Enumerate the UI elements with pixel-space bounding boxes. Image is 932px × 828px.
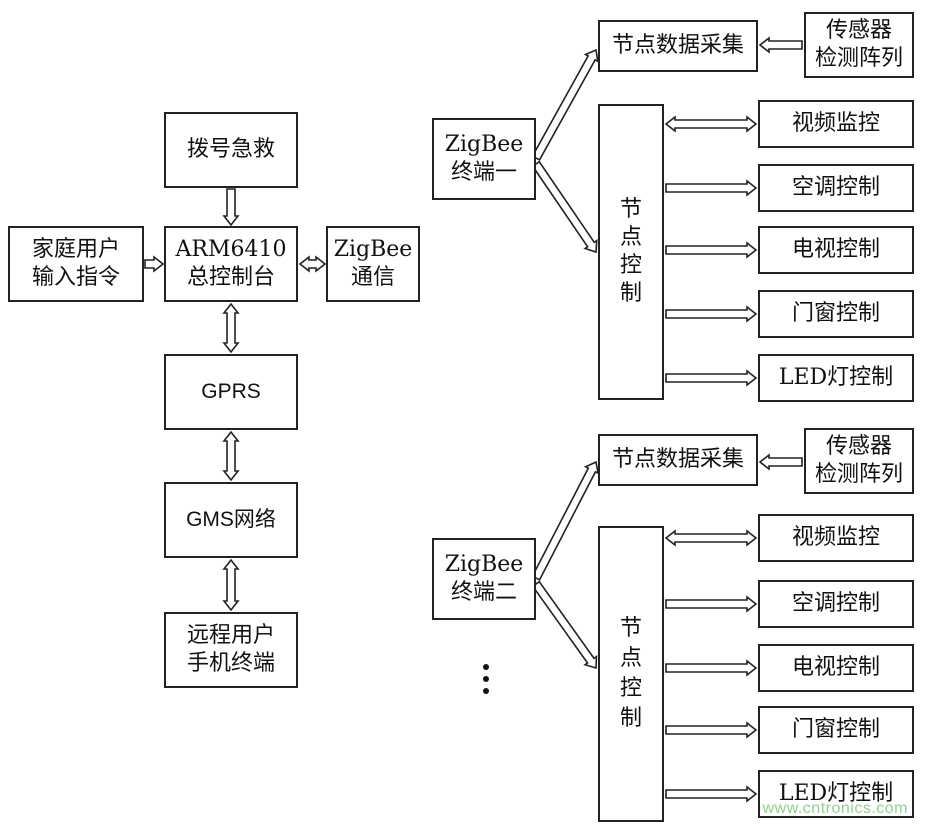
zigbee-terminal-1-label: ZigBee 终端一 (444, 132, 524, 185)
arrow-emergency-to-arm (222, 188, 240, 227)
arrow-sensor2-to-collect (758, 453, 803, 471)
arrow-ctrl2-tv (665, 659, 758, 677)
arm-console-label: ARM6410 总控制台 (175, 237, 287, 290)
sensor-array-1-label: 传感器 检测阵列 (814, 18, 903, 71)
arm-console-box: ARM6410 总控制台 (164, 226, 298, 302)
arrow-t1-to-control (531, 160, 598, 254)
arrow-sensor1-to-collect (758, 36, 803, 54)
data-collect-2-label: 节点数据采集 (611, 447, 744, 472)
data-collect-1-box: 节点数据采集 (598, 20, 758, 72)
arrow-ctrl1-ac (665, 179, 758, 197)
node-control-1-label: 节 点 控 制 (619, 197, 642, 306)
device-1-ac: 空调控制 (758, 164, 914, 212)
arrow-gprs-gms (222, 430, 240, 482)
arrow-ctrl1-led (665, 369, 758, 387)
gms-network-label: GMS网络 (186, 508, 276, 531)
device-2-led: LED灯控制 (758, 770, 914, 818)
gms-network-box: GMS网络 (164, 482, 298, 558)
remote-phone-box: 远程用户 手机终端 (164, 612, 298, 688)
zigbee-comm-label: ZigBee 通信 (333, 237, 413, 290)
watermark: www.cntronics.com (762, 800, 908, 817)
sensor-array-2-box: 传感器 检测阵列 (804, 428, 914, 494)
arrow-t2-to-control (531, 580, 598, 670)
arrow-arm-zigbee (298, 255, 327, 273)
gprs-box: GPRS (164, 354, 298, 430)
device-label: 空调控制 (791, 591, 880, 616)
device-2-ac: 空调控制 (758, 580, 914, 628)
arrow-ctrl1-tv (665, 241, 758, 259)
zigbee-terminal-1-box: ZigBee 终端一 (432, 118, 536, 200)
device-label: LED灯控制 (778, 365, 894, 390)
device-label: 视频监控 (791, 525, 880, 550)
device-label: 视频监控 (791, 111, 880, 136)
node-control-1-box: 节 点 控 制 (598, 104, 664, 400)
device-label: 电视控制 (791, 655, 880, 680)
device-2-tv: 电视控制 (758, 644, 914, 692)
emergency-dial-label: 拨号急救 (186, 137, 275, 162)
arrow-ctrl2-door (665, 721, 758, 739)
data-collect-1-label: 节点数据采集 (611, 33, 744, 58)
arrow-ctrl2-ac (665, 595, 758, 613)
arrow-ctrl1-door (665, 305, 758, 323)
arrow-t2-to-collect (531, 460, 600, 581)
device-label: 门窗控制 (791, 717, 880, 742)
sensor-array-1-box: 传感器 检测阵列 (804, 12, 914, 78)
arrow-gms-remote (222, 558, 240, 612)
sensor-array-2-label: 传感器 检测阵列 (814, 434, 903, 487)
gprs-label: GPRS (201, 380, 261, 403)
device-2-door: 门窗控制 (758, 706, 914, 754)
device-2-video: 视频监控 (758, 514, 914, 562)
arrow-t1-to-collect (531, 48, 599, 162)
data-collect-2-box: 节点数据采集 (598, 434, 758, 486)
zigbee-terminal-2-box: ZigBee 终端二 (432, 538, 536, 620)
node-control-2-label: 节 点 控 制 (619, 616, 642, 731)
device-1-door: 门窗控制 (758, 290, 914, 338)
arrow-input-to-arm (144, 255, 165, 273)
emergency-dial-box: 拨号急救 (164, 112, 298, 188)
device-1-led: LED灯控制 (758, 354, 914, 402)
arrow-arm-gprs (222, 302, 240, 354)
device-label: 空调控制 (791, 175, 880, 200)
home-user-input-label: 家庭用户 输入指令 (31, 237, 120, 290)
device-label: LED灯控制 (778, 781, 894, 806)
home-user-input-box: 家庭用户 输入指令 (8, 226, 144, 302)
zigbee-comm-box: ZigBee 通信 (326, 226, 420, 302)
arrow-ctrl2-led (665, 785, 758, 803)
device-1-tv: 电视控制 (758, 226, 914, 274)
device-1-video: 视频监控 (758, 100, 914, 148)
arrow-ctrl1-video (664, 115, 758, 133)
zigbee-terminal-2-label: ZigBee 终端二 (444, 552, 524, 605)
node-control-2-box: 节 点 控 制 (598, 526, 664, 822)
more-terminals-ellipsis (476, 660, 496, 700)
device-label: 门窗控制 (791, 301, 880, 326)
device-label: 电视控制 (791, 237, 880, 262)
remote-phone-label: 远程用户 手机终端 (186, 623, 275, 676)
arrow-ctrl2-video (664, 529, 758, 547)
